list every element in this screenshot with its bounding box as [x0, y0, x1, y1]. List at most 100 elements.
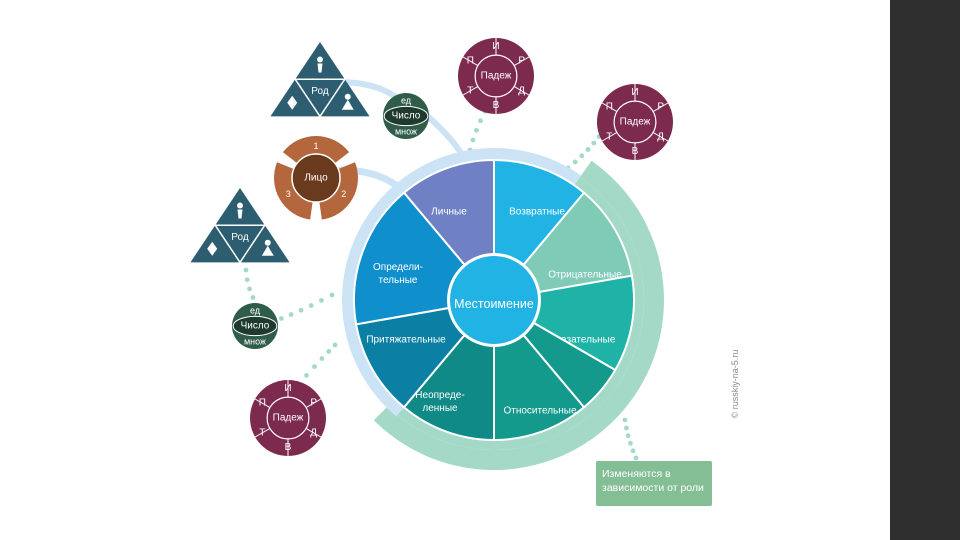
- case-divider: [462, 56, 479, 66]
- connector-dot: [628, 440, 633, 446]
- connector-dot: [279, 316, 284, 321]
- connector-dot: [326, 349, 332, 354]
- wheel-sector-label: ленные: [422, 403, 458, 414]
- connector-dot: [312, 364, 317, 369]
- case-letter: Д: [657, 131, 664, 142]
- connector-dot: [288, 312, 294, 317]
- case-letter: Т: [259, 427, 265, 438]
- feminine-figure-icon: [261, 245, 274, 256]
- person-circle-inner: [291, 153, 341, 203]
- case-divider: [652, 132, 669, 142]
- wheel-sector-label: Определи-: [373, 262, 423, 273]
- connector-dot: [624, 425, 629, 431]
- connector-dot: [630, 448, 636, 454]
- number-singular: ед: [401, 95, 412, 105]
- slide-side-bar: [890, 0, 960, 540]
- connector-dot: [332, 342, 338, 348]
- connector-dot: [591, 140, 597, 146]
- case-divider: [601, 102, 618, 112]
- center-label: Местоимение: [454, 297, 534, 311]
- gender-triangle: Род: [190, 188, 290, 264]
- feminine-figure-icon: [341, 99, 354, 110]
- connector-dot: [572, 159, 578, 165]
- connector-dot: [625, 433, 631, 439]
- case-letter: П: [467, 56, 474, 67]
- wheel-sector-label: тельные: [378, 275, 417, 286]
- connector-dot: [244, 277, 250, 283]
- number-left-link: [269, 292, 335, 325]
- connector-dot: [478, 118, 483, 124]
- hub-circle: [450, 256, 538, 344]
- wheel-sector-label: Личные: [431, 207, 467, 218]
- masculine-figure-icon: [317, 63, 323, 73]
- number-plural: множ: [244, 337, 266, 347]
- case-letter: В: [285, 442, 292, 453]
- number-circle-band: [232, 315, 278, 337]
- wheel-sector-label: Отрицательные: [548, 270, 622, 281]
- connector-dot: [474, 127, 479, 133]
- case-letter: Р: [657, 102, 664, 113]
- connector-dot: [470, 137, 476, 143]
- case-divider: [254, 398, 271, 408]
- case-circle-inner: [474, 54, 518, 98]
- connector-dot: [319, 298, 324, 303]
- number-singular: ед: [250, 305, 261, 315]
- connector-dot: [585, 147, 591, 152]
- case-circle-inner: [613, 100, 657, 144]
- case-divider: [254, 428, 271, 438]
- connector-dot: [308, 303, 314, 308]
- connector-dot: [319, 356, 325, 361]
- credit-text: © russkiy-na-5.ru: [730, 349, 740, 419]
- person-title: Лицо: [304, 173, 328, 184]
- neuter-figure-icon: [287, 95, 298, 110]
- case-letter: И: [492, 41, 499, 52]
- case-circle-inner: [266, 396, 310, 440]
- connector-dot: [579, 153, 585, 159]
- case-title: Падеж: [481, 71, 512, 82]
- case-divider: [513, 56, 530, 66]
- figure-head-icon: [344, 93, 351, 100]
- case-letter: В: [632, 146, 639, 157]
- wheel-sector-label: Неопреде-: [415, 390, 464, 401]
- connector-dot: [250, 295, 256, 300]
- gender-inner-lines: [213, 224, 267, 264]
- case-letter: И: [284, 383, 291, 394]
- number-title: Число: [241, 321, 270, 332]
- case-letter: Р: [518, 56, 525, 67]
- connector-dot: [329, 292, 335, 298]
- person-petal: [318, 162, 358, 220]
- number-circle-band: [383, 105, 429, 127]
- gender-triangle: Род: [270, 42, 370, 118]
- connector-dot: [633, 455, 639, 461]
- note-box: Изменяются в зависимости от роли: [596, 461, 712, 506]
- figure-head-icon: [264, 239, 271, 246]
- wheel-sector-label: Возвратные: [509, 207, 565, 218]
- connector-dot: [243, 267, 249, 273]
- connector-dot: [247, 286, 252, 292]
- case-letter: В: [493, 100, 500, 111]
- connector-dot: [298, 307, 304, 313]
- case-divider: [305, 428, 322, 438]
- case-letter: И: [631, 87, 638, 98]
- case-divider: [305, 398, 322, 408]
- connector-dot: [304, 373, 309, 378]
- note-line-2: зависимости от роли: [602, 482, 704, 494]
- person-value: 2: [341, 189, 346, 199]
- case-letter: Д: [310, 427, 317, 438]
- note-line-1: Изменяются в: [602, 468, 671, 480]
- connector-dot: [622, 417, 628, 423]
- number-title: Число: [392, 111, 421, 122]
- case-letter: Д: [518, 85, 525, 96]
- masculine-figure-icon: [237, 209, 243, 219]
- case-divider: [652, 102, 669, 112]
